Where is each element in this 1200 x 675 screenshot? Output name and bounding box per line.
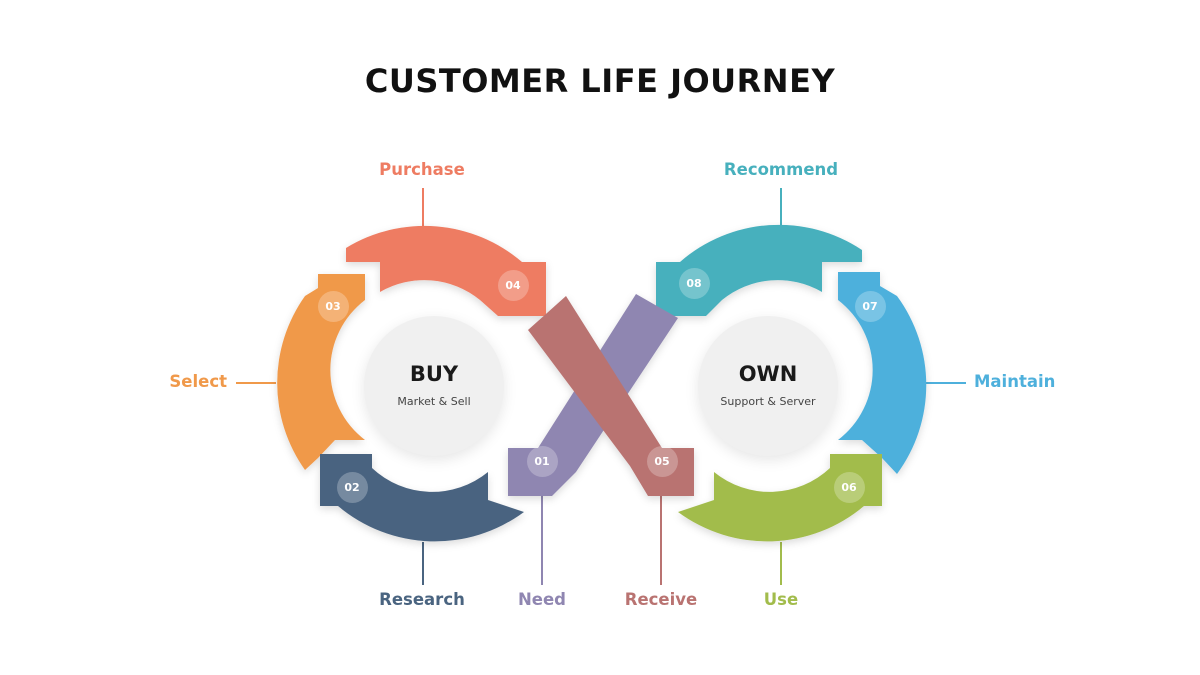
- step-label-select: Select: [169, 372, 227, 391]
- step-number-04: 04: [497, 269, 529, 301]
- hub-own-title: OWN: [738, 362, 798, 386]
- step-number-02: 02: [336, 471, 368, 503]
- segment-02-research: [320, 454, 524, 542]
- page-title: CUSTOMER LIFE JOURNEY: [364, 62, 836, 100]
- step-number-08: 08: [678, 267, 710, 299]
- step-number-01: 01: [526, 445, 558, 477]
- segment-06-use: [678, 454, 882, 542]
- hub-buy-subtitle: Market & Sell: [397, 395, 471, 408]
- step-label-need: Need: [517, 590, 567, 609]
- leader-lines: [236, 188, 966, 585]
- hub-buy: BUY Market & Sell: [364, 316, 504, 456]
- segment-08-recommend: [656, 224, 862, 316]
- segment-03-select: [277, 274, 365, 470]
- segment-07-maintain: [838, 272, 927, 474]
- step-label-use: Use: [763, 590, 799, 609]
- step-label-research: Research: [379, 590, 465, 609]
- step-label-recommend: Recommend: [723, 160, 839, 179]
- step-number-07: 07: [854, 290, 886, 322]
- hub-own: OWN Support & Server: [698, 316, 838, 456]
- step-label-purchase: Purchase: [379, 160, 465, 179]
- step-number-05: 05: [646, 445, 678, 477]
- step-label-maintain: Maintain: [974, 372, 1056, 391]
- step-number-06: 06: [833, 471, 865, 503]
- hub-own-subtitle: Support & Server: [720, 395, 816, 408]
- segment-04-purchase: [346, 225, 546, 316]
- step-label-receive: Receive: [624, 590, 698, 609]
- hub-buy-title: BUY: [409, 362, 459, 386]
- segment-05-receive: [528, 296, 694, 496]
- step-number-03: 03: [317, 290, 349, 322]
